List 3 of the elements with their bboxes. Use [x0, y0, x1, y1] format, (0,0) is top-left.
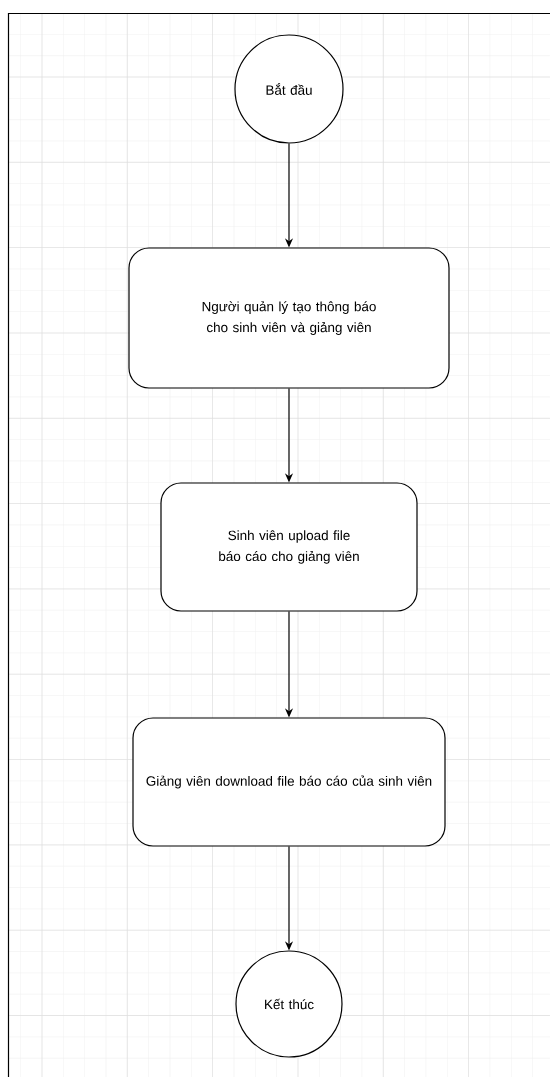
process-box: Sinh viên upload file báo cáo cho giảng viên [160, 482, 418, 612]
process-box: Người quản lý tạo thông báo cho sinh viên và giảng viên [128, 247, 450, 389]
process-box: Giảng viên download file báo cáo của sinh viên [132, 717, 446, 847]
